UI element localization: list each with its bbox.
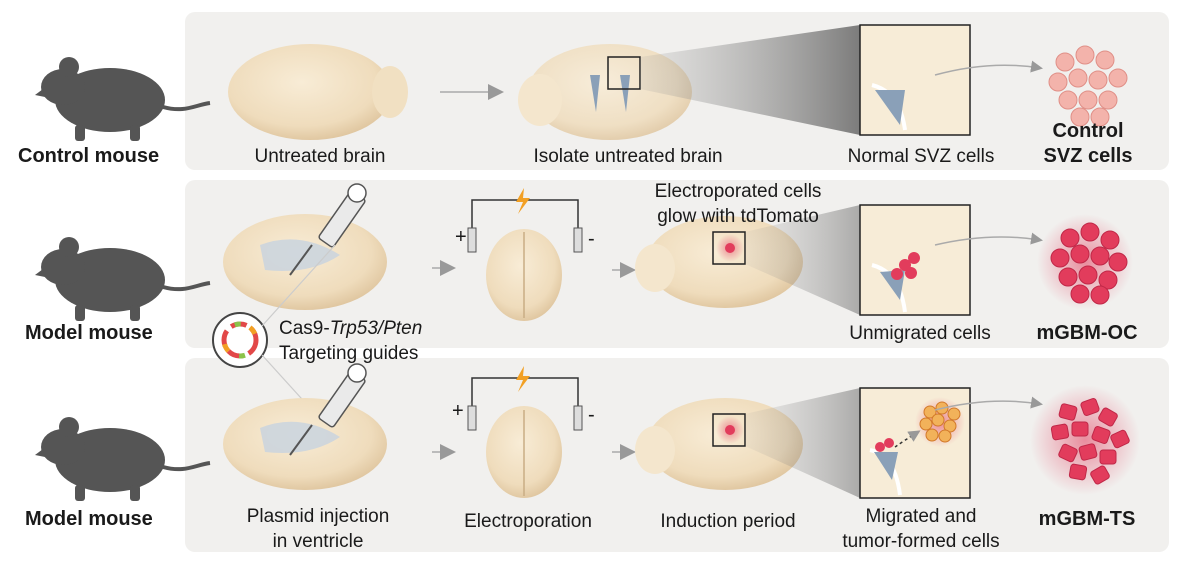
cell-cluster-icon (1048, 45, 1128, 127)
step-plasmid-injection-line2: in ventricle (272, 531, 364, 552)
row-label-model-mouse-1: Model mouse (25, 322, 153, 344)
mouse-icon (35, 57, 211, 141)
step-untreated-brain: Untreated brain (254, 146, 386, 167)
result-control-line1: Control (1052, 120, 1124, 142)
step-induction-period: Induction period (660, 511, 796, 532)
electrode-minus: - (588, 228, 595, 250)
brain-icon (223, 214, 387, 310)
zoom-wedge (640, 25, 860, 135)
zoom-wedge (745, 388, 860, 498)
annotation-electroporated-line2: glow with tdTomato (657, 206, 819, 227)
annotation-electroporated-line1: Electroporated cells (654, 181, 822, 202)
lightning-icon (516, 188, 530, 214)
arrow (934, 396, 1043, 411)
result-control-line2: SVZ cells (1043, 145, 1133, 167)
step-migrated-line1: Migrated and (865, 506, 977, 527)
electrode-plus: + (452, 400, 464, 422)
mouse-icon (35, 237, 211, 321)
zoom-inset (859, 24, 971, 136)
result-mgbm-oc: mGBM-OC (1036, 322, 1138, 344)
zoom-inset (859, 204, 971, 316)
step-normal-svz: Normal SVZ cells (847, 146, 995, 167)
step-migrated-line2: tumor-formed cells (842, 531, 1000, 552)
zoom-wedge (745, 205, 860, 315)
syringe-icon (289, 183, 367, 276)
arrow (934, 232, 1043, 246)
tumor-icon (1030, 385, 1140, 495)
plasmid-icon (212, 312, 268, 368)
brain-icon (223, 398, 387, 490)
result-mgbm-ts: mGBM-TS (1038, 508, 1136, 530)
step-unmigrated-cells: Unmigrated cells (849, 323, 991, 344)
step-electroporation: Electroporation (464, 511, 592, 532)
step-plasmid-injection-line1: Plasmid injection (246, 506, 390, 527)
brain-icon (228, 44, 408, 140)
plasmid-label-line2: Targeting guides (279, 343, 419, 364)
zoom-inset (859, 387, 971, 499)
plasmid-label-line1: Cas9-Trp53/Pten (279, 318, 423, 339)
lightning-icon (516, 366, 530, 392)
syringe-icon (289, 363, 367, 456)
step-isolate-brain: Isolate untreated brain (533, 146, 723, 167)
electroporation-setup (467, 188, 583, 321)
row-label-model-mouse-2: Model mouse (25, 508, 153, 530)
arrow (934, 60, 1043, 76)
electrode-minus: - (588, 404, 595, 426)
electrode-plus: + (455, 226, 467, 248)
cell-cluster-icon (1037, 214, 1133, 310)
row-label-control-mouse: Control mouse (18, 145, 160, 167)
mouse-icon (35, 417, 211, 501)
electroporation-setup (467, 366, 583, 498)
